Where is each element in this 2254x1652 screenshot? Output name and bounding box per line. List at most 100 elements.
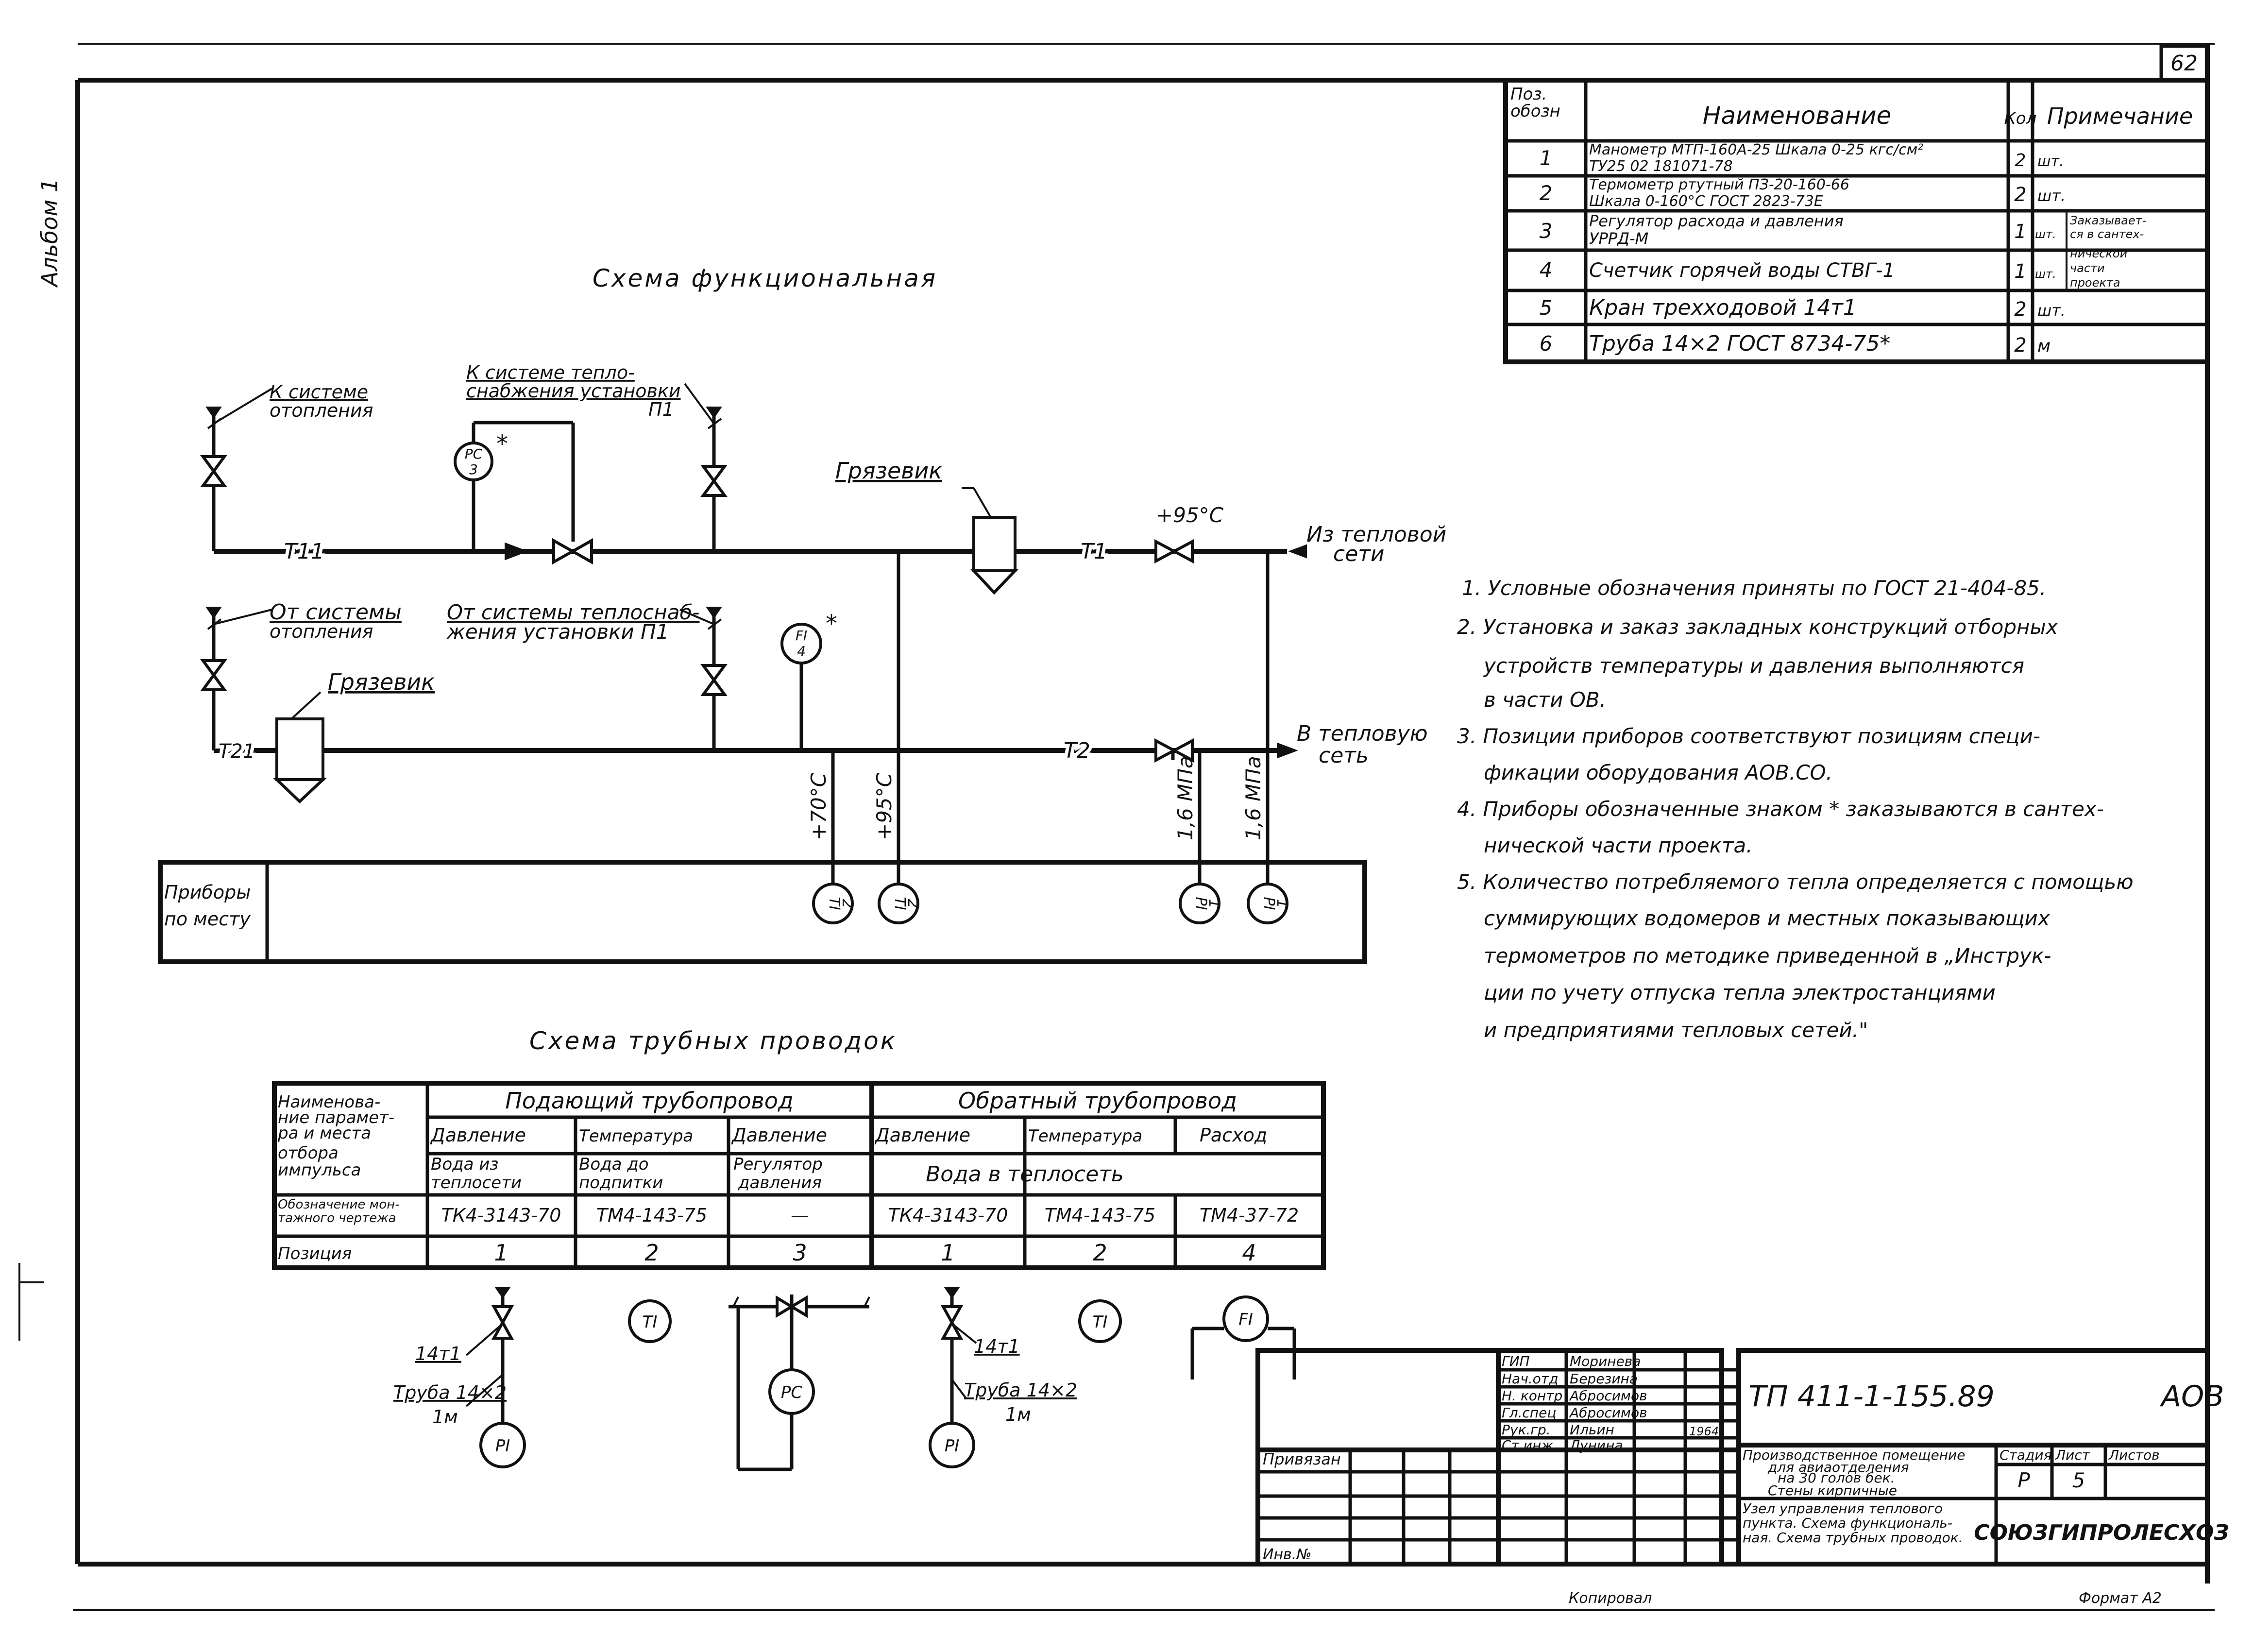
spec-row-1: 1 Манометр МТП-160А-25 Шкала 0-25 кгс/см… (1540, 141, 2064, 175)
svg-text:Ильин: Ильин (1570, 1422, 1614, 1438)
label-line-t21: Т21 (219, 740, 255, 763)
svg-text:Позиция: Позиция (278, 1244, 352, 1263)
note-line-12: ции по учету отпуска тепла электростанци… (1484, 981, 1996, 1005)
svg-text:FI: FI (796, 628, 807, 644)
supply-header: Подающий трубопровод (505, 1088, 793, 1114)
svg-text:Наименова-: Наименова- (278, 1092, 380, 1112)
svg-text:нической: нической (2070, 247, 2127, 260)
label-mud-trap-bottom: Грязевик (328, 669, 435, 695)
label-temp-95-top: +95°С (1156, 503, 1224, 527)
svg-text:шт.: шт. (2035, 267, 2056, 281)
note-line-8: нической части проекта. (1484, 834, 1753, 857)
svg-text:FI: FI (1238, 1310, 1253, 1329)
svg-text:TI: TI (643, 1312, 658, 1332)
svg-text:2: 2 (644, 1240, 659, 1266)
pipe-scheme: Схема трубных проводок Наименова- ние па… (272, 1027, 1326, 1471)
label-to-network-2: сеть (1319, 743, 1369, 768)
note-line-11: термометров по методике приведенной в „И… (1484, 944, 2051, 968)
impulse-pi-supply: 14т1 Труба 14×2 1м PI (393, 1287, 526, 1468)
regulator-valve-icon (552, 538, 593, 565)
label-from-network-2: сети (1333, 542, 1385, 566)
impulse-fi: FI (1190, 1295, 1296, 1380)
label-pressure-2: 1,6 МПа (1241, 756, 1265, 840)
svg-text:отбора: отбора (278, 1143, 339, 1163)
label-from-heating-1: От системы (270, 600, 402, 625)
svg-text:4: 4 (1540, 258, 1553, 282)
svg-text:3: 3 (1540, 219, 1553, 243)
svg-text:1: 1 (494, 1240, 508, 1266)
svg-text:Гл.спец: Гл.спец (1502, 1405, 1556, 1421)
svg-text:6: 6 (1540, 332, 1553, 356)
svg-text:—: — (791, 1205, 809, 1226)
organization: СОЮЗГИПРОЛЕСХОЗ (1974, 1520, 2229, 1545)
svg-text:2: 2 (2014, 184, 2026, 206)
svg-text:Нач.отд: Нач.отд (1502, 1371, 1558, 1387)
svg-text:УРРД-М: УРРД-М (1589, 229, 1648, 248)
svg-text:шт.: шт. (2037, 187, 2066, 205)
svg-text:Шкала 0-160°С ГОСТ 2823-73Е: Шкала 0-160°С ГОСТ 2823-73Е (1589, 193, 1823, 210)
sheet-value: 5 (2072, 1468, 2085, 1492)
label-from-supply-2: жения установки П1 (446, 620, 669, 644)
format-label: Формат А2 (2079, 1590, 2162, 1607)
label-line-t1: Т1 (1081, 539, 1107, 564)
flow-arrow-icon (505, 542, 528, 561)
svg-text:TI: TI (826, 897, 843, 910)
valve-icon-supply-system (700, 465, 728, 497)
svg-text:1: 1 (1205, 899, 1222, 908)
svg-text:Стены кирпичные: Стены кирпичные (1768, 1482, 1897, 1499)
svg-text:PI: PI (495, 1436, 510, 1456)
svg-text:проекта: проекта (2070, 276, 2120, 290)
footer: Копировал Формат А2 (1569, 1590, 2162, 1607)
flow-arrow-in-icon (1288, 544, 1307, 559)
svg-text:TI: TI (891, 897, 908, 910)
svg-text:ТМ4-143-75: ТМ4-143-75 (1045, 1205, 1155, 1226)
svg-text:Рук.гр.: Рук.гр. (1502, 1422, 1551, 1438)
svg-text:Производственное помещение: Производственное помещение (1743, 1447, 1965, 1463)
svg-text:шт.: шт. (2035, 227, 2056, 241)
local-instruments-label-1: Приборы (164, 882, 251, 903)
svg-text:1: 1 (2014, 260, 2026, 283)
svg-text:Труба 14×2 ГОСТ 8734-75*: Труба 14×2 ГОСТ 8734-75* (1589, 331, 1890, 356)
title-block: ГИП Нач.отд Н. контр Гл.спец Рук.гр. Ст.… (1255, 1348, 2229, 1567)
svg-text:Лист: Лист (2055, 1447, 2090, 1463)
doc-suffix: АОВ (2159, 1380, 2224, 1414)
svg-text:1: 1 (941, 1240, 955, 1266)
svg-text:Термометр ртутный ПЗ-20-160-66: Термометр ртутный ПЗ-20-160-66 (1589, 176, 1849, 193)
note-line-9: 5. Количество потребляемого тепла опреде… (1457, 870, 2134, 894)
svg-text:ТМ4-37-72: ТМ4-37-72 (1200, 1205, 1299, 1226)
spec-row-4: 4 Счетчик горячей воды СТВГ-1 1 шт. (1540, 258, 2056, 283)
svg-text:тажного чертежа: тажного чертежа (278, 1211, 396, 1226)
svg-text:ГИП: ГИП (1502, 1353, 1530, 1369)
svg-text:Лунина: Лунина (1569, 1437, 1623, 1453)
svg-text:1м: 1м (1005, 1404, 1031, 1425)
inv-label: Инв.№ (1263, 1546, 1311, 1563)
svg-text:*: * (496, 430, 508, 458)
svg-text:PC: PC (781, 1383, 803, 1402)
svg-text:Труба 14×2: Труба 14×2 (964, 1380, 1077, 1401)
spec-row-6: 6 Труба 14×2 ГОСТ 8734-75* 2 м (1540, 331, 2051, 357)
valve-icon-supply-inlet (1154, 539, 1194, 563)
note-line-3: устройств температуры и давления выполня… (1483, 654, 2024, 678)
spec-row-2: 2 Термометр ртутный ПЗ-20-160-66 Шкала 0… (1540, 176, 2066, 210)
svg-text:Н. контр: Н. контр (1502, 1388, 1562, 1404)
note-line-4: в части ОВ. (1484, 688, 1606, 712)
svg-text:шт.: шт. (2037, 153, 2064, 170)
svg-text:2: 2 (839, 899, 856, 908)
stage-value: Р (2017, 1468, 2030, 1492)
local-instruments-label-2: по месту (164, 908, 251, 930)
svg-text:Температура: Температура (1028, 1126, 1142, 1146)
valve-icon-heating-return (200, 659, 227, 691)
svg-text:пункта. Схема функциональ-: пункта. Схема функциональ- (1743, 1515, 1952, 1531)
pipe-scheme-title: Схема трубных проводок (529, 1027, 897, 1055)
impulse-ti-return: TI (1078, 1299, 1122, 1343)
svg-text:2: 2 (904, 899, 921, 908)
note-line-7: 4. Приборы обозначенные знаком * заказыв… (1457, 797, 2104, 821)
svg-text:Труба 14×2: Труба 14×2 (393, 1382, 507, 1403)
instrument-ti-2-a: TI 2 (812, 883, 856, 924)
note-line-2: 2. Установка и заказ закладных конструкц… (1457, 615, 2059, 639)
impulse-pc: PC (729, 1294, 870, 1471)
instrument-pc-3: PC 3 (454, 442, 493, 481)
svg-text:Абросимов: Абросимов (1569, 1388, 1647, 1404)
svg-text:ра и места: ра и места (277, 1124, 371, 1143)
label-line-t2: Т2 (1064, 738, 1090, 763)
